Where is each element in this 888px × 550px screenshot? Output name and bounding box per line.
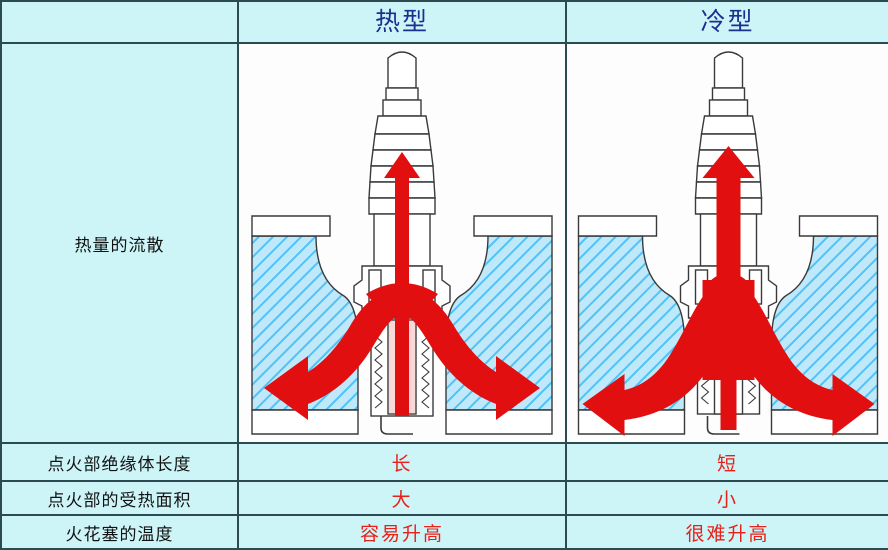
row-label-text: 热量的流散	[74, 235, 165, 256]
hot-type-spark-plug-heat-flow-diagram	[239, 44, 565, 442]
value-text: 大	[391, 488, 413, 511]
value-cell-cold-heated-area: 小	[565, 480, 888, 516]
row-label-heated-area: 点火部的受热面积	[0, 480, 239, 516]
row-label-text: 点火部绝缘体长度	[47, 454, 192, 475]
value-cell-cold-insulator-length: 短	[565, 442, 888, 482]
heat-flow-arrows-cold	[582, 146, 874, 436]
header-label-cold: 冷型	[700, 7, 755, 36]
cold-type-figure	[567, 44, 888, 442]
figure-cell-hot	[237, 42, 567, 444]
value-text: 很难升高	[685, 522, 770, 545]
row-label-heat-dissipation: 热量的流散	[0, 42, 239, 444]
value-text: 短	[716, 452, 738, 475]
value-text: 长	[391, 452, 413, 475]
heat-tint-nose-hot	[389, 321, 415, 413]
row-label-text: 火花塞的温度	[65, 524, 174, 545]
table-header-row: 热型 冷型	[0, 0, 888, 44]
table-row: 点火部的受热面积 大 小	[0, 480, 888, 516]
header-label-hot: 热型	[374, 7, 429, 36]
header-cell-hot: 热型	[237, 0, 567, 44]
value-text: 容易升高	[359, 522, 444, 545]
row-label-text: 点火部的受热面积	[47, 490, 192, 511]
header-corner-cell	[0, 0, 239, 44]
cold-type-spark-plug-heat-flow-diagram	[567, 44, 888, 442]
heat-flow-arrows-hot	[264, 152, 540, 420]
value-text: 小	[716, 488, 738, 511]
hot-type-figure	[239, 44, 565, 442]
value-cell-hot-insulator-length: 长	[237, 442, 567, 482]
header-cell-cold: 冷型	[565, 0, 888, 44]
table-row: 热量的流散	[0, 42, 888, 444]
figure-cell-cold	[565, 42, 888, 444]
row-label-insulator-length: 点火部绝缘体长度	[0, 442, 239, 482]
table-row: 点火部绝缘体长度 长 短	[0, 442, 888, 482]
value-cell-hot-heated-area: 大	[237, 480, 567, 516]
